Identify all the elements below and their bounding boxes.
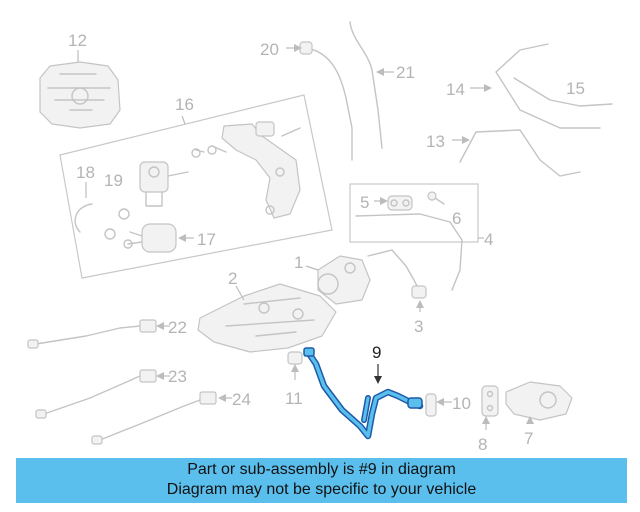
svg-text:9: 9 [372, 343, 381, 362]
callout-3: 3 [414, 300, 424, 336]
svg-text:4: 4 [484, 230, 493, 249]
callout-8: 8 [478, 416, 490, 454]
part-2-manifold[interactable] [197, 283, 337, 353]
callout-4: 4 [478, 230, 493, 249]
part-info-banner: Part or sub-assembly is #9 in diagram Di… [16, 458, 627, 503]
part-21-pipe[interactable] [349, 21, 383, 149]
callout-24: 24 [218, 390, 251, 409]
part-18-hose[interactable] [74, 203, 116, 240]
svg-text:18: 18 [76, 163, 95, 182]
part-16-group-frame [59, 94, 333, 279]
callout-17: 17 [178, 230, 216, 249]
part-16-bracket[interactable] [191, 121, 301, 219]
part-8-gasket[interactable] [481, 385, 499, 417]
part-10-bracket[interactable] [425, 393, 437, 417]
part-17-filter[interactable] [123, 223, 177, 253]
svg-text:20: 20 [260, 40, 279, 59]
part-3-hose[interactable] [367, 249, 427, 299]
part-6-bolt[interactable] [427, 191, 445, 205]
svg-text:11: 11 [285, 389, 303, 408]
part-15-pipe[interactable] [513, 77, 613, 107]
svg-text:1: 1 [294, 253, 303, 272]
part-20-hose[interactable] [299, 41, 353, 161]
part-11-clip[interactable] [287, 351, 303, 365]
callout-19: 19 [104, 171, 123, 190]
svg-text:16: 16 [175, 95, 194, 114]
callout-21: 21 [376, 63, 415, 82]
callout-6: 6 [452, 209, 461, 228]
svg-text:2: 2 [228, 269, 237, 288]
svg-text:12: 12 [68, 31, 87, 50]
svg-text:5: 5 [360, 193, 369, 212]
svg-text:10: 10 [452, 394, 471, 413]
part-1-pump[interactable] [317, 255, 371, 305]
banner-line-1: Part or sub-assembly is #9 in diagram [187, 461, 456, 478]
callout-20: 20 [260, 40, 302, 59]
svg-text:3: 3 [414, 317, 423, 336]
callout-15: 15 [566, 79, 585, 98]
part-23-sensor[interactable] [35, 369, 157, 419]
svg-text:22: 22 [168, 318, 187, 337]
svg-text:17: 17 [197, 230, 216, 249]
banner-line-2: Diagram may not be specific to your vehi… [166, 481, 477, 498]
part-7-valve[interactable] [505, 381, 573, 421]
callout-7: 7 [524, 416, 534, 448]
part-22-sensor[interactable] [27, 319, 157, 349]
callout-23: 23 [156, 367, 187, 386]
callout-11: 11 [285, 364, 303, 408]
part-19-valve[interactable] [118, 161, 189, 220]
svg-text:24: 24 [232, 390, 251, 409]
callout-1: 1 [294, 253, 319, 272]
svg-text:8: 8 [478, 435, 487, 454]
part-13-pipe[interactable] [459, 129, 581, 177]
part-9-pipe-highlighted[interactable] [303, 347, 424, 440]
part-12-air-pump[interactable] [39, 61, 121, 129]
part-4-hose[interactable] [355, 213, 463, 291]
svg-text:14: 14 [446, 80, 465, 99]
part-5-gasket[interactable] [387, 195, 413, 211]
part-4-group-frame [349, 183, 479, 243]
svg-text:13: 13 [426, 132, 445, 151]
part-14-pipe[interactable] [495, 43, 601, 129]
callout-18: 18 [76, 163, 95, 198]
svg-text:21: 21 [396, 63, 415, 82]
part-24-sensor[interactable] [91, 391, 217, 445]
callout-5: 5 [360, 193, 388, 212]
callout-10: 10 [436, 394, 471, 413]
svg-text:19: 19 [104, 171, 123, 190]
callout-13: 13 [426, 132, 470, 151]
callout-2: 2 [228, 269, 245, 301]
callout-9: 9 [372, 343, 382, 384]
callout-14: 14 [446, 80, 492, 99]
callout-12: 12 [68, 31, 87, 62]
svg-text:15: 15 [566, 79, 585, 98]
callout-16: 16 [175, 95, 194, 125]
svg-text:23: 23 [168, 367, 187, 386]
callout-22: 22 [156, 318, 187, 337]
svg-text:7: 7 [524, 429, 533, 448]
svg-text:6: 6 [452, 209, 461, 228]
